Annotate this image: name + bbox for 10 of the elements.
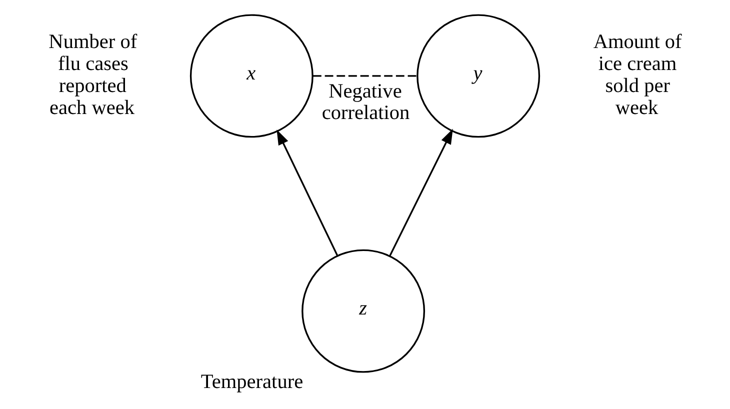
edge-label: Negative correlation (322, 80, 410, 124)
arrow (389, 128, 453, 256)
node-label: Number of flu cases reported each week (48, 31, 138, 120)
node-circle: z (302, 249, 426, 373)
node-label: Amount of ice cream sold per week (593, 31, 682, 120)
node-circle: x (190, 14, 314, 138)
node-label: Temperature (200, 371, 304, 394)
node-circle: y (416, 14, 540, 138)
arrow (276, 130, 338, 256)
connector (313, 75, 417, 77)
